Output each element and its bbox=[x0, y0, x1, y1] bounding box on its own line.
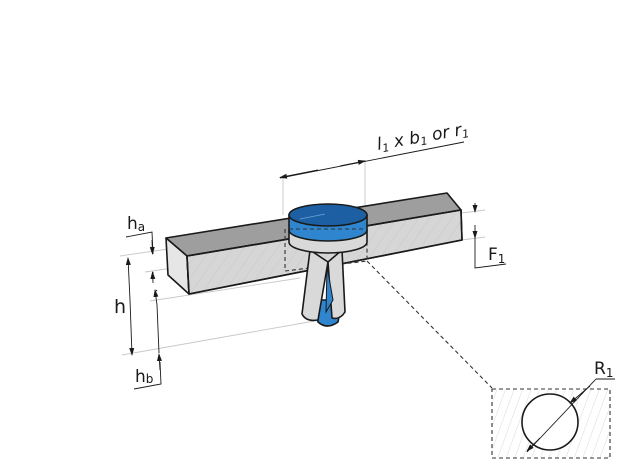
hb-dimension: hb bbox=[133, 289, 162, 390]
f1-label: F1 bbox=[488, 245, 505, 266]
extension-lines bbox=[119, 160, 486, 356]
top-dimension: l1 x b1 or r1 bbox=[279, 120, 470, 179]
detail-view: R1 bbox=[491, 359, 615, 459]
h-dimension: h bbox=[114, 257, 135, 356]
ha-label: ha bbox=[127, 214, 145, 234]
ha-dimension: ha bbox=[125, 214, 156, 284]
electrode bbox=[288, 203, 368, 327]
r1-label: R1 bbox=[594, 359, 613, 380]
h-label: h bbox=[114, 296, 126, 318]
hb-label: hb bbox=[135, 367, 153, 387]
f1-dimension: F1 bbox=[472, 203, 507, 269]
